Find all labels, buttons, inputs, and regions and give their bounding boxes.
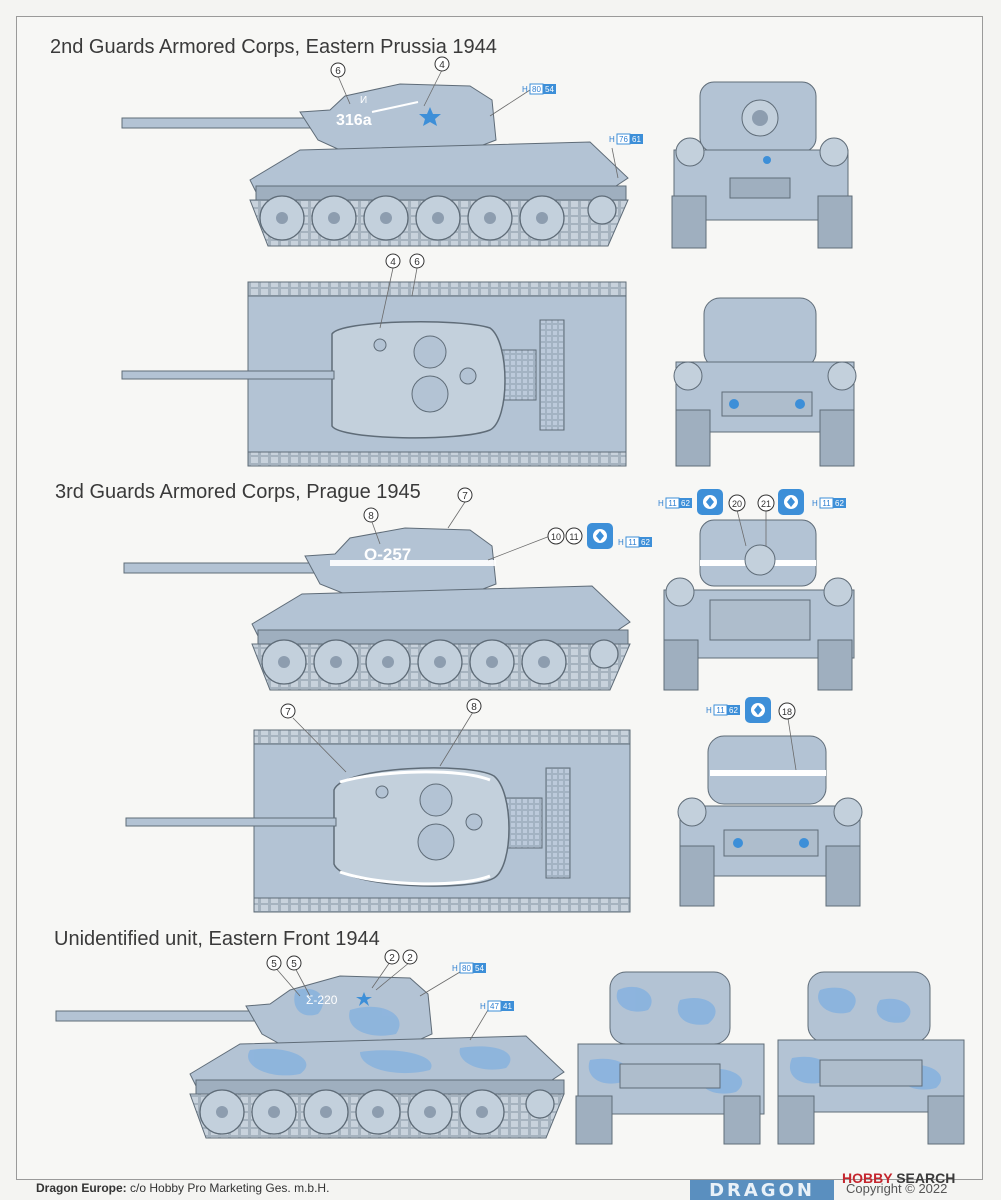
copyright-text: Copyright © 2022 <box>846 1181 948 1196</box>
callout-2a: 2 <box>389 953 395 964</box>
paint-code-h80-54-b: H 80 54 <box>452 962 486 974</box>
front-view-eastern-prussia <box>671 81 853 249</box>
callout-4-top: 4 <box>390 257 396 268</box>
turret-number: 316a <box>336 112 372 129</box>
callout-6-top: 6 <box>414 257 420 268</box>
turret-number-prague: O-257 <box>364 545 411 564</box>
stencil-icon-rear <box>745 697 771 723</box>
svg-text:62: 62 <box>729 706 738 715</box>
callout-20: 20 <box>732 499 742 509</box>
stencil-icon-front-right <box>778 489 804 515</box>
paint-code-h76-61: H 76 61 <box>609 133 643 145</box>
callout-7: 7 <box>462 491 468 502</box>
paint-code-h11-62-rear: H 11 62 <box>706 704 740 716</box>
distributor-text: c/o Hobby Pro Marketing Ges. m.b.H. <box>126 1181 330 1195</box>
front-view-prague <box>663 519 855 691</box>
callout-4: 4 <box>439 60 445 71</box>
svg-text:H: H <box>609 135 615 144</box>
rear-view-eastern-prussia <box>673 297 857 467</box>
svg-text:H: H <box>522 85 528 94</box>
distributor-credit: Dragon Europe: c/o Hobby Pro Marketing G… <box>36 1181 329 1195</box>
rear-view-unidentified <box>777 971 965 1145</box>
callout-18: 18 <box>782 707 792 717</box>
svg-text:47: 47 <box>490 1002 499 1011</box>
stencil-icon-front-left <box>697 489 723 515</box>
svg-text:62: 62 <box>641 538 650 547</box>
section-title-unidentified: Unidentified unit, Eastern Front 1944 <box>54 928 380 950</box>
svg-text:11: 11 <box>668 499 677 508</box>
distributor-label: Dragon Europe: <box>36 1181 127 1195</box>
front-view-unidentified <box>575 971 765 1145</box>
svg-text:11: 11 <box>628 538 637 547</box>
svg-text:54: 54 <box>475 964 484 973</box>
svg-text:41: 41 <box>503 1002 512 1011</box>
svg-text:H: H <box>706 706 712 715</box>
paint-code-h11-62-front-left: H 11 62 <box>658 497 692 509</box>
section-title-prague: 3rd Guards Armored Corps, Prague 1945 <box>55 481 421 503</box>
svg-text:62: 62 <box>835 499 844 508</box>
svg-text:H: H <box>618 538 624 547</box>
paint-code-h11-62-front-right: H 11 62 <box>812 497 846 509</box>
callout-8: 8 <box>368 511 374 522</box>
paint-code-h47-41: H 47 41 <box>480 1000 514 1012</box>
side-view-unidentified: Σ-220 <box>55 975 565 1139</box>
callout-21: 21 <box>761 499 771 509</box>
dragon-logo: DRAGON <box>690 1180 834 1200</box>
callout-10: 10 <box>551 532 561 542</box>
svg-text:H: H <box>658 499 664 508</box>
svg-text:11: 11 <box>716 706 725 715</box>
svg-text:H: H <box>480 1002 486 1011</box>
svg-text:62: 62 <box>681 499 690 508</box>
callout-5b: 5 <box>291 959 297 970</box>
svg-text:H: H <box>812 499 818 508</box>
hobby-search-watermark: HOBBY SEARCH <box>842 1170 955 1186</box>
callout-7-top: 7 <box>285 707 291 718</box>
turret-star-icon <box>419 107 441 126</box>
svg-text:11: 11 <box>822 499 831 508</box>
callout-leader-lines <box>273 69 797 1041</box>
turret-letter: И <box>360 95 367 106</box>
callout-11: 11 <box>569 532 578 542</box>
callout-2b: 2 <box>407 953 413 964</box>
svg-text:H: H <box>452 964 458 973</box>
svg-text:54: 54 <box>545 85 554 94</box>
top-view-prague <box>125 729 631 913</box>
watermark-search: SEARCH <box>896 1170 956 1186</box>
stencil-icon-side <box>587 523 613 549</box>
section-title-eastern-prussia: 2nd Guards Armored Corps, Eastern Prussi… <box>50 36 497 58</box>
paint-code-h11-62-side: H 11 62 <box>618 536 652 548</box>
svg-text:80: 80 <box>532 85 541 94</box>
callout-6: 6 <box>335 66 341 77</box>
turret-star-icon-unidentified <box>356 992 372 1006</box>
turret-number-unidentified: Σ-220 <box>306 993 338 1007</box>
side-view-eastern-prussia: И 316a <box>121 83 629 247</box>
svg-text:80: 80 <box>462 964 471 973</box>
side-view-prague: O-257 <box>123 527 631 691</box>
svg-text:61: 61 <box>632 135 641 144</box>
watermark-hobby: HOBBY <box>842 1170 893 1186</box>
paint-code-h80-54-a: H 80 54 <box>522 83 556 95</box>
rear-view-prague <box>677 735 863 907</box>
top-view-eastern-prussia <box>121 281 627 467</box>
svg-text:76: 76 <box>619 135 628 144</box>
callout-5a: 5 <box>271 959 277 970</box>
callout-8-top: 8 <box>471 702 477 713</box>
